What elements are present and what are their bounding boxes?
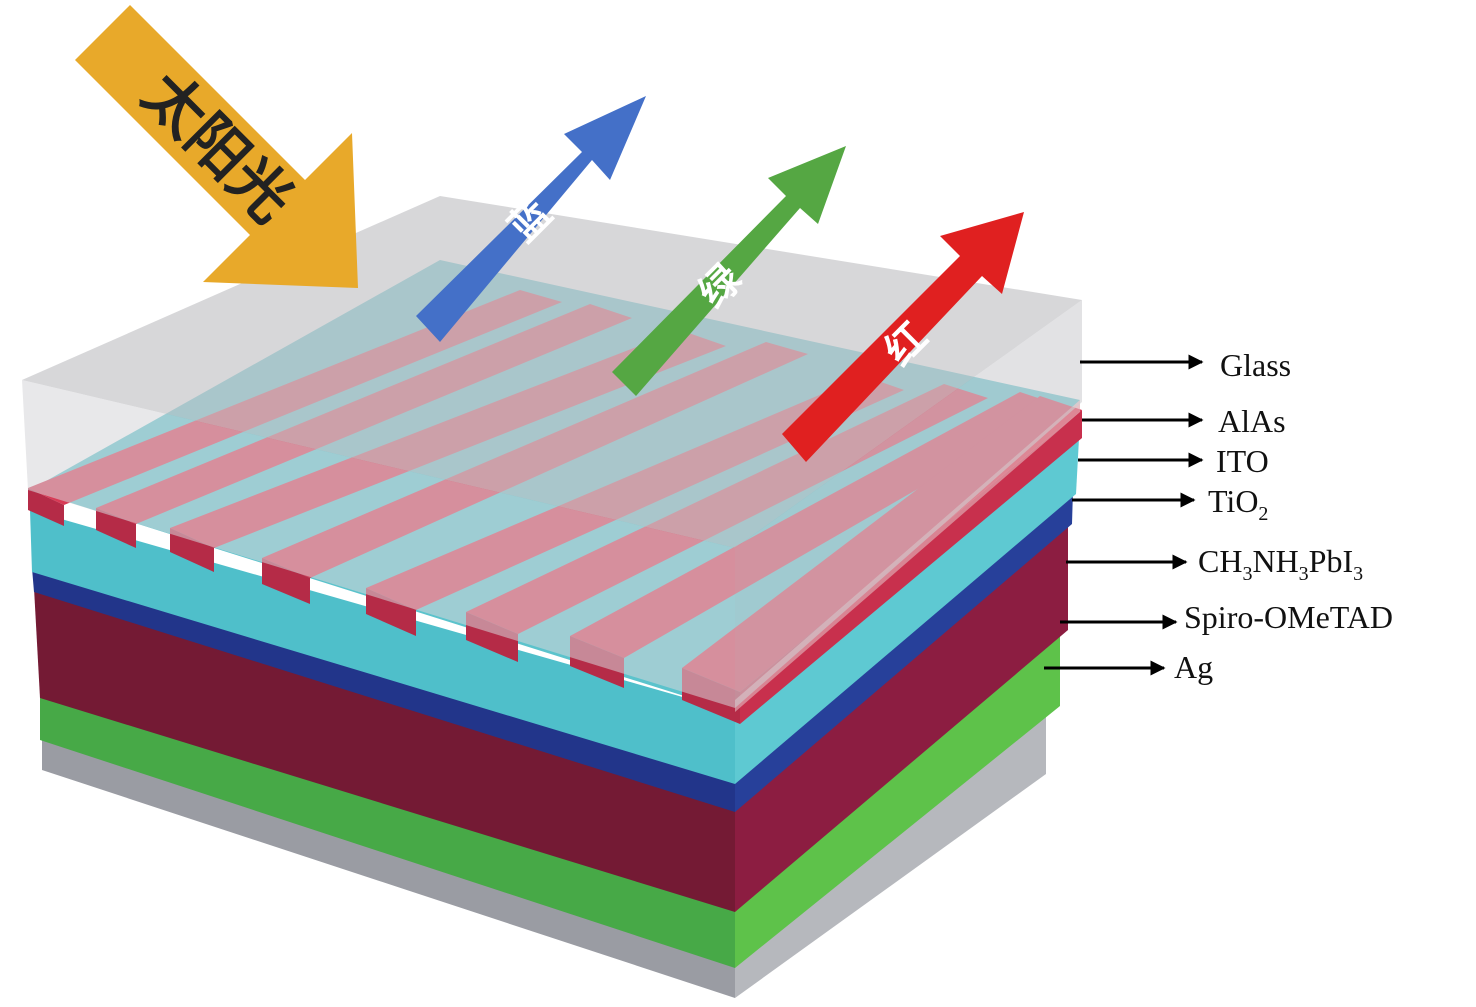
perovskite-label: CH3NH3PbI3 — [1198, 543, 1363, 585]
perovskite-layer-front — [34, 588, 735, 912]
spiro-layer-front — [40, 688, 735, 968]
alas-label: AlAs — [1218, 403, 1286, 439]
device-stack — [22, 196, 1082, 998]
layer-labels: Glass AlAs ITO TiO2 CH3NH3PbI3 Spiro-OMe… — [1044, 347, 1393, 685]
perovskite-layer-side — [735, 520, 1068, 912]
glass-layer-side — [735, 300, 1082, 708]
ito-label: ITO — [1216, 443, 1269, 479]
glass-label: Glass — [1220, 347, 1291, 383]
sunlight-label: 太阳光 — [129, 59, 306, 236]
ito-layer-front — [30, 510, 735, 784]
glass-layer-front — [22, 380, 735, 708]
tio2-layer-side — [735, 490, 1073, 812]
spiro-label: Spiro-OMeTAD — [1184, 599, 1393, 635]
tio2-label: TiO2 — [1208, 483, 1268, 525]
ag-label: Ag — [1174, 649, 1213, 685]
tio2-layer-front — [32, 568, 735, 812]
sunlight-arrow: 太阳光 — [75, 5, 358, 288]
